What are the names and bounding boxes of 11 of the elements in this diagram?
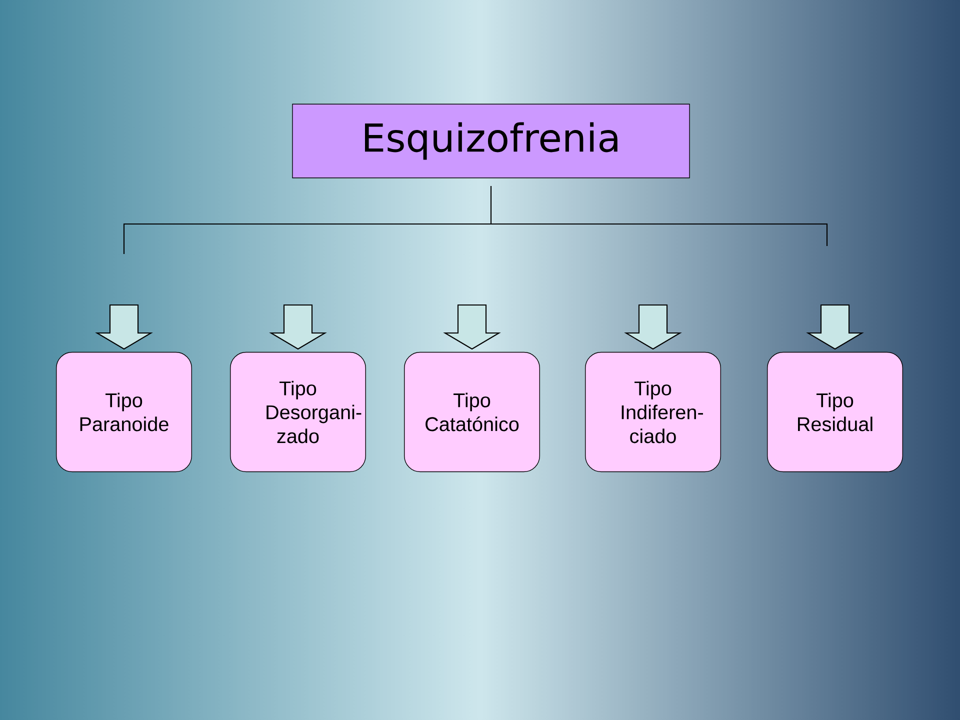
block-arrow [443,304,501,350]
block-arrow [624,304,682,350]
category-box: Tipo Indiferen- ciado [585,352,721,472]
category-box: Tipo Paranoide [56,352,192,472]
title-box: Esquizofrenia [292,104,690,178]
block-arrow [806,304,864,350]
category-box: Tipo Residual [767,352,903,472]
category-box: Tipo Catatónico [404,352,540,472]
block-arrow [269,304,327,350]
category-box: Tipo Desorgani- zado [230,352,366,472]
block-arrow [95,304,153,350]
